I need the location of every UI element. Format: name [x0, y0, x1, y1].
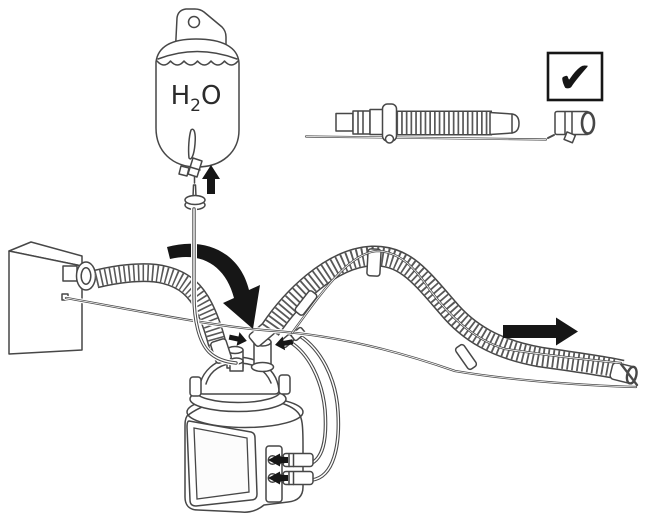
tube-clip-3	[454, 343, 478, 371]
tube-clip-1	[294, 290, 318, 316]
probe-cable-outer-core	[299, 335, 340, 481]
spare-probe-wire-core	[305, 136, 547, 140]
water-line-core	[193, 208, 237, 364]
display-screen	[193, 427, 250, 500]
probe-wire-upper-core	[291, 250, 622, 364]
bag-hanger-hole	[187, 15, 201, 29]
spike-disc	[184, 194, 206, 206]
tube-right-corrugation	[262, 247, 616, 377]
water-bag: H2O	[155, 8, 240, 178]
plug-jack-arrow-bottom-icon	[268, 471, 288, 485]
checkmark-icon: ✔	[557, 53, 592, 102]
bag-outlet-seam	[187, 128, 196, 160]
tube-chamber-to-right	[248, 245, 638, 385]
loose-connector-opening	[580, 111, 596, 135]
ventilator-box	[8, 241, 97, 355]
bag-outlet-tab	[178, 165, 190, 177]
insert-up-arrow-icon	[202, 165, 220, 194]
chamber-handle-left	[189, 376, 202, 397]
chamber-outlet-port-flare	[250, 361, 275, 373]
temp-probe-wire	[63, 249, 639, 390]
water-level-line	[156, 60, 239, 66]
bag-front-lip	[157, 50, 238, 60]
spare-tube-end-cuff	[489, 111, 520, 136]
probe-cable-inner-core	[289, 341, 327, 466]
spike-assembly	[184, 176, 206, 211]
checkbox-frame	[546, 51, 604, 102]
probe-wire-cuff-cross	[619, 362, 639, 387]
water-label: H2O	[171, 81, 222, 116]
water-label-o: O	[201, 81, 221, 111]
humidifier-base	[184, 395, 304, 513]
gas-outlet-opening	[80, 267, 92, 285]
connect-outlet-arrow-icon	[275, 336, 294, 351]
water-label-h: H	[171, 81, 191, 111]
tube-left-corrugation	[94, 264, 227, 353]
flow-curved-arrow-icon	[167, 243, 260, 329]
water-label-sub: 2	[190, 96, 201, 116]
gas-outlet-flange	[75, 261, 97, 291]
chamber-handle-right	[278, 374, 291, 395]
checkbox: ✔	[546, 51, 604, 102]
water-supply-line	[191, 206, 239, 366]
gas-outlet-stem	[62, 265, 78, 282]
spare-clip-wire-loop	[384, 134, 395, 144]
probe-wire-lower-core	[65, 297, 637, 388]
bag-outlet-line	[189, 166, 201, 171]
tube-clip-2	[366, 248, 382, 277]
spare-connector-barrel	[335, 112, 354, 132]
bag-body	[155, 38, 240, 168]
spare-connector-ridges	[352, 110, 371, 135]
connect-inlet-arrow-icon	[228, 332, 247, 346]
flow-right-arrow-icon	[503, 317, 578, 346]
bag-outlet-port	[187, 157, 203, 178]
plug-jack-arrow-top-icon	[268, 453, 288, 467]
loose-connector-clip-nub	[563, 131, 577, 144]
tube-right-end-cuff	[609, 361, 638, 385]
spare-tube-assembly	[304, 103, 596, 144]
